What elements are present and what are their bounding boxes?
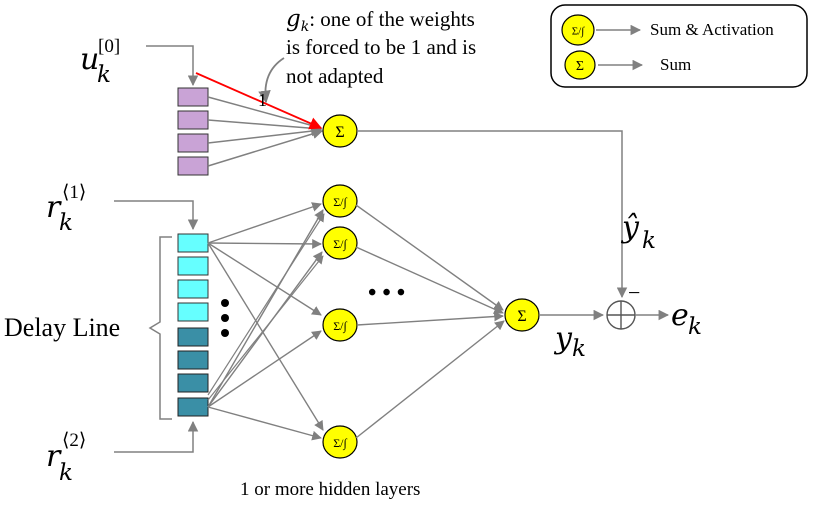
legend-activation-node xyxy=(561,14,595,46)
edge xyxy=(207,209,324,408)
r2-base: r xyxy=(46,439,62,474)
hidden-layer: Σ/∫ Σ/∫ Σ/∫ Σ/∫ xyxy=(322,184,358,459)
delay-line-dots xyxy=(221,299,229,337)
y-base: y xyxy=(553,321,573,356)
hidden-node-symbol: Σ/∫ xyxy=(333,237,347,251)
r1-base: r xyxy=(46,190,62,225)
e-base: e xyxy=(671,298,689,333)
purple-to-sum-edges: 1 xyxy=(195,72,324,167)
weight-one-label: 1 xyxy=(258,90,267,110)
e-subscript: k xyxy=(688,314,702,340)
delay-line-label: Delay Line xyxy=(4,313,120,342)
legend: Σ/∫ Sum & Activation Σ Sum xyxy=(550,4,808,88)
svg-text:u: u xyxy=(80,42,99,77)
linear-sum-symbol: Σ xyxy=(335,124,344,141)
hidden-node-symbol: Σ/∫ xyxy=(333,436,347,450)
r1-subscript: k xyxy=(59,210,73,236)
gk-line3: not adapted xyxy=(286,64,384,88)
edge xyxy=(207,202,322,244)
legend-sum-label: Sum xyxy=(660,55,691,74)
hidden-layers-caption: 1 or more hidden layers xyxy=(240,479,420,500)
input-to-hidden-edges xyxy=(207,202,325,441)
edge xyxy=(207,239,322,249)
gk-subscript: k xyxy=(301,19,309,35)
yhat-label: ŷ k xyxy=(620,210,656,254)
cyan-cell xyxy=(177,233,209,253)
teal-cell xyxy=(177,327,209,347)
r1-superscript: ⟨1⟩ xyxy=(62,182,86,203)
edge xyxy=(207,242,322,316)
edge xyxy=(207,125,323,144)
edge xyxy=(207,255,324,401)
input-u: u [0] k xyxy=(80,36,199,88)
gk-symbol: g xyxy=(286,6,301,32)
gk-line1: : one of the weights xyxy=(309,7,475,31)
edge xyxy=(207,128,324,167)
svg-text:gk: one of the weights: gk: one of the weights xyxy=(286,6,475,35)
cyan-teal-delay-line xyxy=(177,233,209,417)
r2-superscript: ⟨2⟩ xyxy=(62,430,86,451)
hidden-node xyxy=(322,226,358,260)
hidden-ellipsis: • • • xyxy=(368,280,405,306)
teal-cell xyxy=(177,373,209,393)
edge xyxy=(207,242,324,431)
edge xyxy=(207,406,322,441)
purple-cell xyxy=(177,133,209,153)
delay-line-bracket xyxy=(148,236,172,420)
y-label: y k xyxy=(553,321,586,362)
edge xyxy=(207,213,325,396)
delay-line-group: Delay Line xyxy=(4,236,172,420)
input-r1: r ⟨1⟩ k xyxy=(46,182,199,236)
hidden-node-symbol: Σ/∫ xyxy=(333,195,347,209)
cyan-cell xyxy=(177,302,209,322)
gk-line2: is forced to be 1 and is xyxy=(286,35,476,59)
r1-input-arrow xyxy=(114,200,199,231)
hidden-node xyxy=(322,425,358,459)
purple-cell xyxy=(177,110,209,130)
r2-input-arrow xyxy=(114,420,199,453)
fixed-weight-edge xyxy=(195,72,323,130)
edge xyxy=(207,330,322,408)
u-subscript: k xyxy=(97,62,111,88)
cyan-cell xyxy=(177,256,209,276)
purple-cell xyxy=(177,156,209,176)
u-superscript: [0] xyxy=(98,36,120,57)
yhat-base: ŷ xyxy=(620,210,640,245)
edge xyxy=(355,204,504,311)
hidden-node xyxy=(322,184,358,218)
hidden-node-symbol: Σ/∫ xyxy=(333,319,347,333)
input-r2: r ⟨2⟩ k xyxy=(46,420,199,486)
error-combiner: − xyxy=(606,280,640,330)
yhat-subscript: k xyxy=(642,228,656,254)
edge xyxy=(356,311,504,326)
legend-box xyxy=(550,4,808,88)
purple-cell xyxy=(177,87,209,107)
y-subscript: k xyxy=(572,336,586,362)
legend-activation-symbol: Σ/∫ xyxy=(572,26,585,38)
minus-sign: − xyxy=(628,280,640,305)
gk-annotation: gk: one of the weights is forced to be 1… xyxy=(258,6,476,104)
edge xyxy=(207,96,323,131)
purple-delay-line xyxy=(177,87,209,176)
edge xyxy=(207,119,323,134)
u-base: u xyxy=(80,42,99,77)
edge xyxy=(355,320,505,439)
teal-cell xyxy=(177,397,209,417)
legend-sum-node xyxy=(564,50,596,80)
teal-cell xyxy=(177,350,209,370)
cyan-cell xyxy=(177,279,209,299)
gk-pointer-arrow xyxy=(258,57,285,104)
output-sum-symbol: Σ xyxy=(517,308,526,325)
legend-sum-symbol: Σ xyxy=(576,59,584,74)
edge xyxy=(355,246,504,314)
r2-subscript: k xyxy=(59,460,73,486)
legend-activation-label: Sum & Activation xyxy=(650,20,774,39)
e-label: e k xyxy=(671,298,702,340)
yhat-path-arrow xyxy=(357,130,628,299)
u-input-arrow xyxy=(146,45,199,87)
hidden-to-output-edges xyxy=(355,204,505,439)
